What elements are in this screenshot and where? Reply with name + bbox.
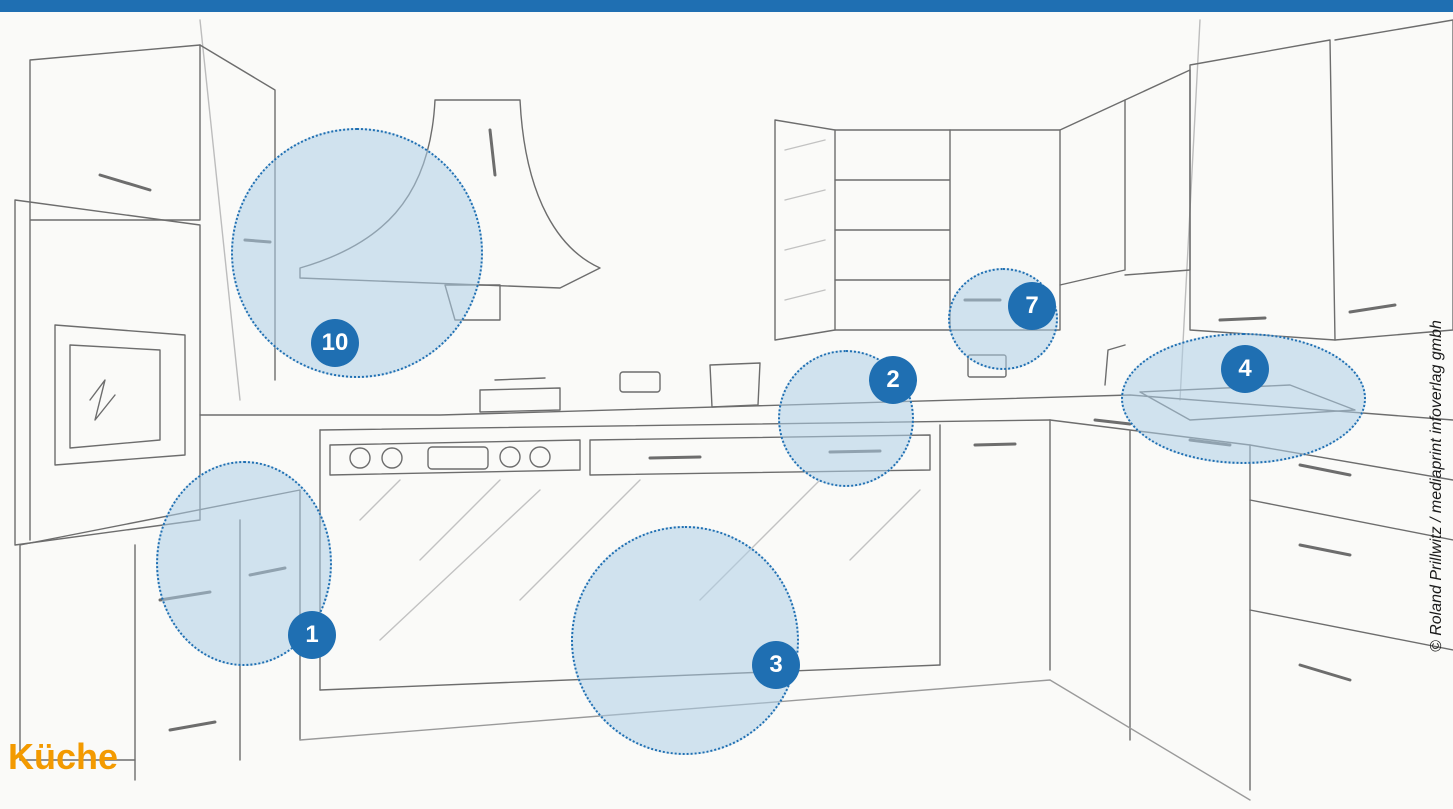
hotspot-badge-3[interactable]: 3 <box>752 641 800 689</box>
hotspot-badge-4[interactable]: 4 <box>1221 345 1269 393</box>
image-credit: © Roland Prillwitz / mediaprint infoverl… <box>1428 320 1446 652</box>
hotspot-badge-10[interactable]: 10 <box>311 319 359 367</box>
hotspot-badge-1[interactable]: 1 <box>288 611 336 659</box>
page-title: Küche <box>8 736 118 778</box>
hotspot-badge-2[interactable]: 2 <box>869 356 917 404</box>
hotspot-badge-7[interactable]: 7 <box>1008 282 1056 330</box>
header-bar <box>0 0 1453 12</box>
hotspot-area-3[interactable] <box>571 526 799 755</box>
